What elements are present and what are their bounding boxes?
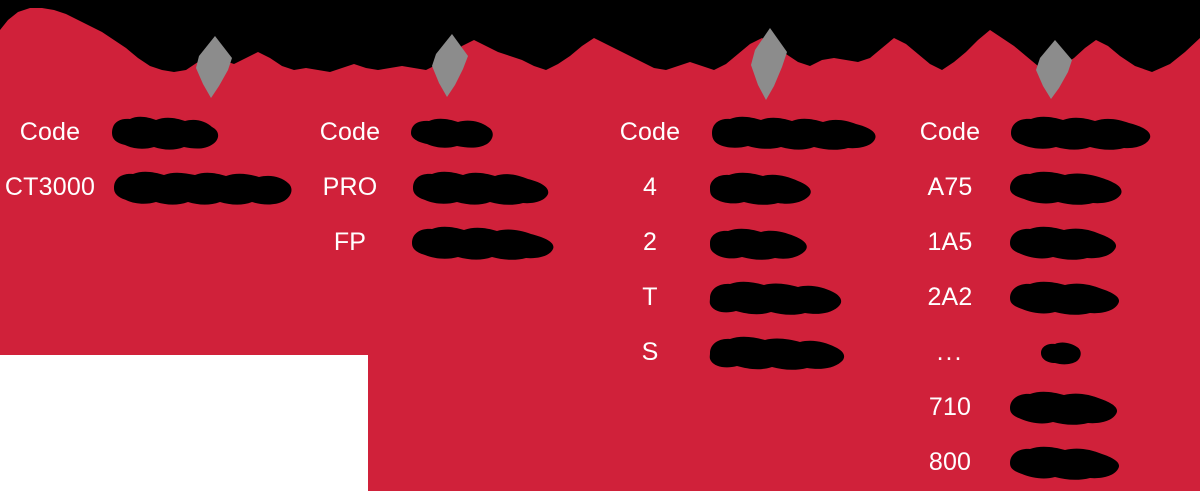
redaction-blob (1010, 226, 1117, 260)
redacted-value (1000, 215, 1200, 270)
redacted-header-value (100, 105, 300, 160)
column-header-code: Code (619, 118, 681, 146)
column-header-code: Code (919, 118, 981, 146)
code-value: PRO (322, 173, 378, 201)
code-value: CT3000 (4, 173, 96, 201)
redacted-value (700, 270, 900, 325)
table-header-row: Code (600, 105, 900, 160)
redaction-blob (1010, 391, 1118, 425)
table-row: A75 (900, 160, 1200, 215)
redaction-blob (709, 281, 842, 315)
code-value: A75 (927, 173, 973, 201)
redacted-header-value (700, 105, 900, 160)
column-header-code: Code (19, 118, 81, 146)
code-value: 710 (928, 393, 972, 421)
table-header-row: Code (300, 105, 600, 160)
redaction-blob (406, 114, 498, 152)
column-header-code: Code (319, 118, 381, 146)
code-value-ellipsis: ... (936, 338, 964, 366)
table-row: FP (300, 215, 600, 270)
table-header-row: Code (900, 105, 1200, 160)
code-value: 1A5 (927, 228, 973, 256)
redacted-value (400, 215, 600, 270)
redaction-blob (706, 113, 882, 153)
redacted-value (700, 160, 900, 215)
redaction-blob (1010, 446, 1120, 480)
redaction-blob (710, 228, 807, 260)
redacted-value (700, 325, 900, 380)
table-row: T (600, 270, 900, 325)
gray-diamond-group (196, 28, 1072, 100)
redacted-header-value (400, 105, 600, 160)
redacted-value (1000, 325, 1200, 380)
column-4: Code A75 1A5 2A2 (900, 105, 1200, 490)
page-whitespace-cutout (0, 355, 368, 491)
code-value: S (641, 338, 659, 366)
table-row: CT3000 (0, 160, 300, 215)
code-value: T (642, 283, 658, 311)
redacted-value (1000, 435, 1200, 490)
redacted-value (1000, 160, 1200, 215)
table-row: 2 (600, 215, 900, 270)
redacted-value (400, 160, 600, 215)
column-2: Code PRO FP (300, 105, 600, 270)
table-row: 800 (900, 435, 1200, 490)
column-1: Code CT3000 (0, 105, 300, 215)
column-3: Code 4 2 (600, 105, 900, 380)
redaction-blob (709, 336, 845, 370)
table-row: S (600, 325, 900, 380)
redacted-value (700, 215, 900, 270)
redaction-blob (706, 168, 816, 208)
redacted-header-value (1000, 105, 1200, 160)
code-value: 2 (642, 228, 658, 256)
code-value: FP (333, 228, 367, 256)
code-value: 800 (928, 448, 972, 476)
table-header-row: Code (0, 105, 300, 160)
table-row: 1A5 (900, 215, 1200, 270)
redacted-value (100, 160, 300, 215)
table-row: ... (900, 325, 1200, 380)
table-row: 4 (600, 160, 900, 215)
table-row: 710 (900, 380, 1200, 435)
redaction-blob (1010, 281, 1120, 315)
redaction-blob (1011, 116, 1151, 150)
redaction-blob (106, 167, 296, 209)
redaction-blob (1010, 171, 1122, 205)
redacted-value (1000, 380, 1200, 435)
code-value: 4 (642, 173, 658, 201)
code-value: 2A2 (927, 283, 973, 311)
redaction-blob (406, 167, 556, 209)
redaction-blob (106, 113, 224, 153)
redacted-header-block (0, 0, 1200, 105)
table-row: 2A2 (900, 270, 1200, 325)
redaction-blob (1041, 342, 1081, 364)
redacted-value (1000, 270, 1200, 325)
table-row: PRO (300, 160, 600, 215)
redaction-blob (406, 223, 563, 263)
